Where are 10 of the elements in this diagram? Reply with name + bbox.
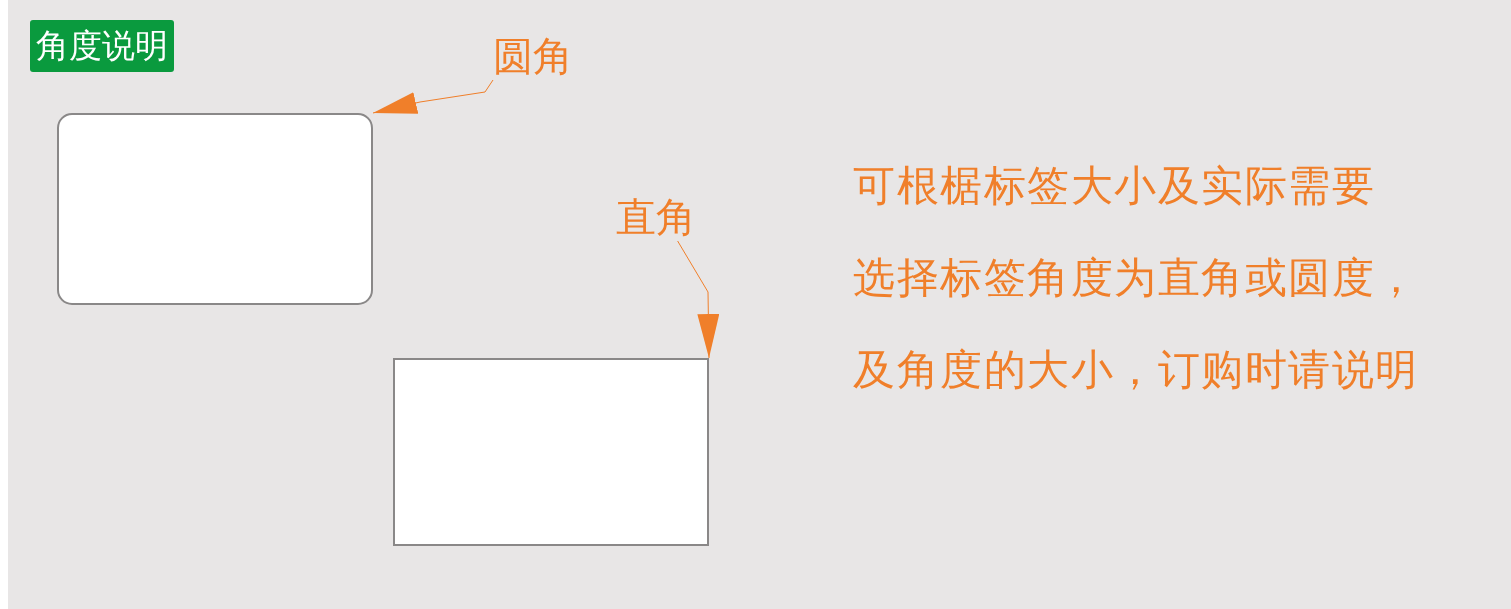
callout-text: 圆角	[493, 34, 585, 80]
title-badge: 角度说明	[30, 20, 174, 72]
note-text: 可根椐标签大小及实际需要	[853, 163, 1375, 209]
note-text: 及角度的大小，订购时请说明	[853, 347, 1419, 393]
leader-arrow	[372, 79, 494, 114]
rounded-corner-card	[57, 113, 373, 305]
note-text: 选择标签角度为直角或圆度，	[853, 255, 1419, 301]
square-corner-card	[393, 358, 709, 546]
leader-arrow	[677, 240, 720, 359]
callout-text: 直角	[616, 195, 708, 241]
